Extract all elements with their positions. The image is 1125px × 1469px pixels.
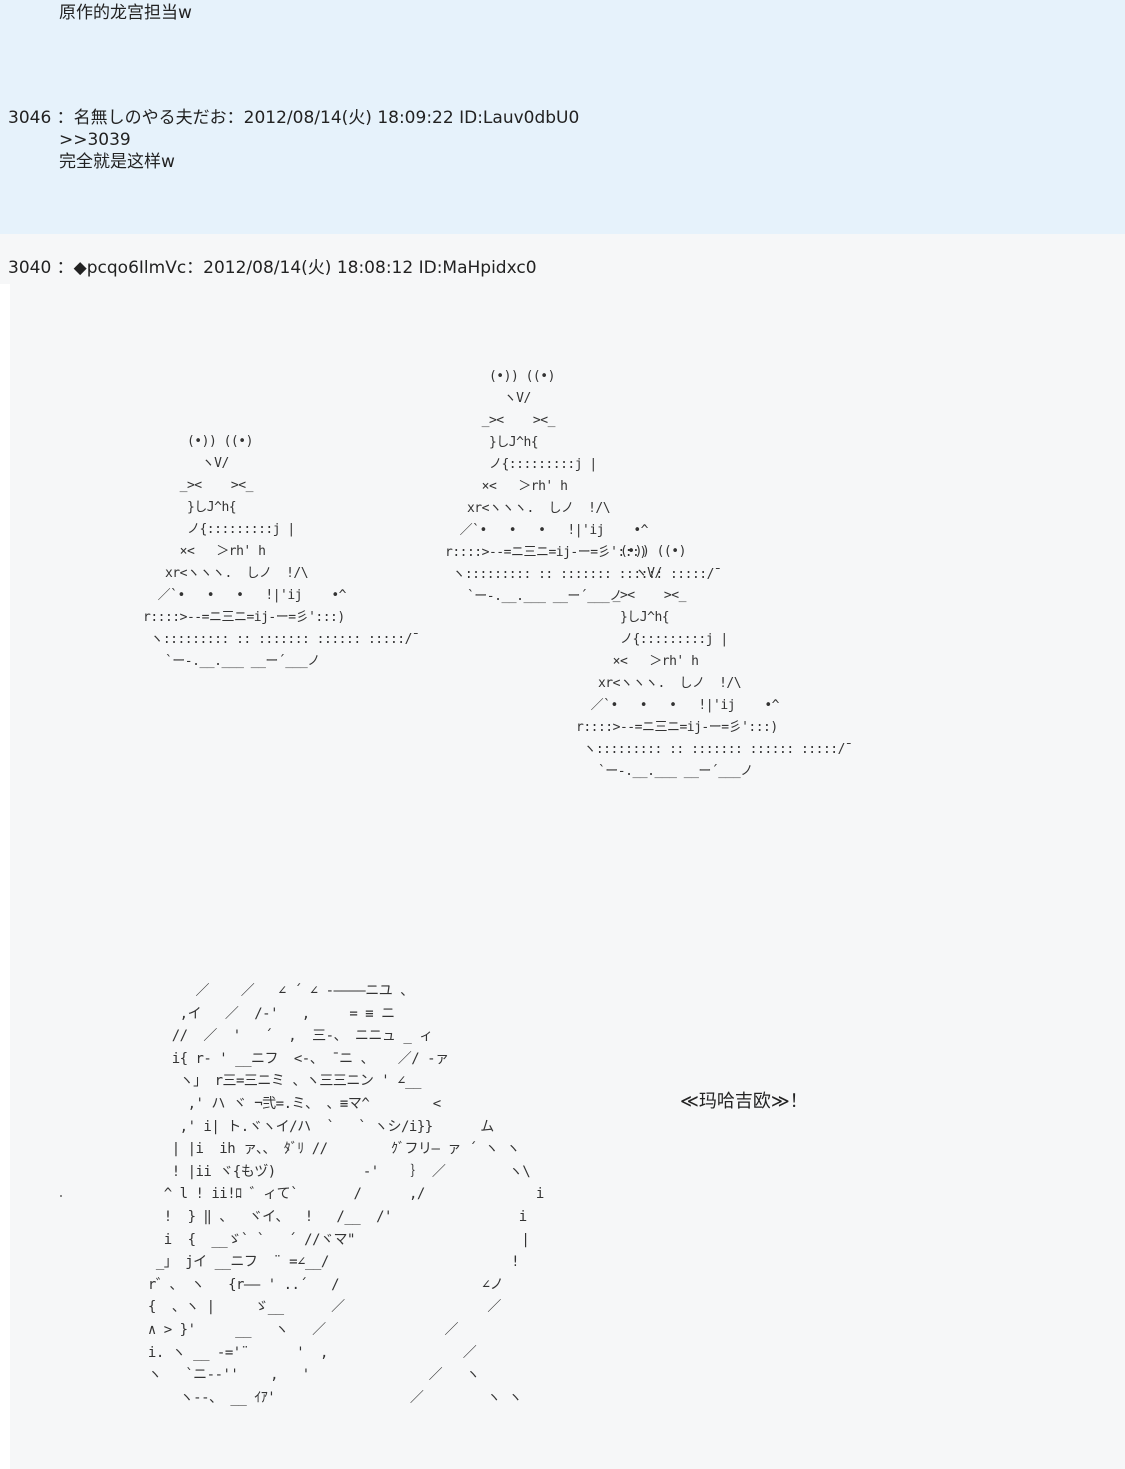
thread-block-main: 3040 ：◆pcqo6IlmVc：2012/08/14(火) 18:08:12… [0,234,1125,1469]
post-number[interactable]: 3040 [8,258,52,278]
post-header-3046: 3046 ：名無しのやる夫だお：2012/08/14(火) 18:09:22 I… [8,108,579,128]
post-author-name: 名無しのやる夫だお [73,108,227,128]
post-separator: ： [186,258,204,278]
post-separator: ： [56,108,74,128]
post-left-edge [0,284,10,1469]
post-quote-link[interactable]: >>3039 [59,130,131,150]
post-number[interactable]: 3046 [8,108,52,128]
ascii-art-figure: ／ ／ ∠ ´ ∠ -――――ニユ 、 ,イ ／ /-' , = ≡ ニ // … [147,983,544,1406]
stray-dot [60,1195,62,1197]
post-header-3040: 3040 ：◆pcqo6IlmVc：2012/08/14(火) 18:08:12… [8,258,537,278]
post-user-id[interactable]: ID:MaHpidxc0 [418,258,537,278]
post-body-line: 完全就是这样w [59,152,175,172]
post-body-line: 原作的龙宫担当w [59,3,192,23]
post-separator: ： [56,258,74,278]
ascii-art-jack-frost-middle: (•)) ((•) ヽV/ _>< ><_ }しJ^h{ ノ{:::::::::… [445,369,722,604]
ascii-art-jack-frost-right: (•)) ((•) ヽV/ _>< ><_ }しJ^h{ ノ{:::::::::… [576,544,853,779]
post-date: 2012/08/14(火) 18:09:22 [243,108,454,128]
thread-block-highlighted: 原作的龙宫担当w 3046 ：名無しのやる夫だお：2012/08/14(火) 1… [0,0,1125,234]
post-user-id[interactable]: ID:Lauv0dbU0 [459,108,580,128]
post-author-trip: ◆pcqo6IlmVc [73,258,187,278]
post-date: 2012/08/14(火) 18:08:12 [203,258,414,278]
post-separator: ： [226,108,244,128]
spell-caption: ≪玛哈吉欧≫！ [680,1091,808,1112]
ascii-art-jack-frost-left: (•)) ((•) ヽV/ _>< ><_ }しJ^h{ ノ{:::::::::… [143,434,420,669]
